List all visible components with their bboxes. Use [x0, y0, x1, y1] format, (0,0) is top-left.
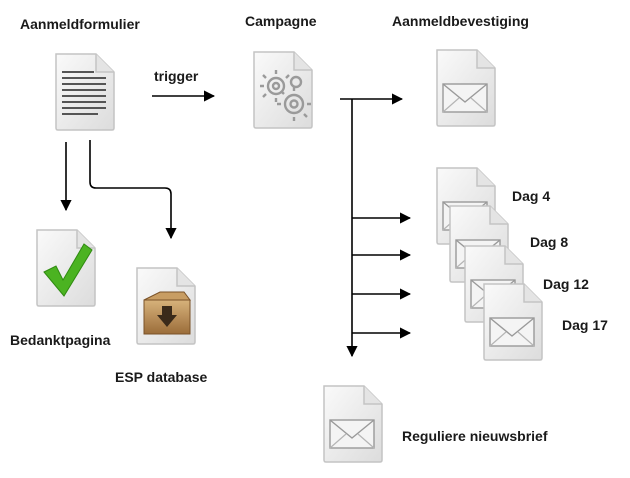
- node-label-form: Aanmeldformulier: [20, 16, 140, 32]
- checkmark-document-icon: [36, 229, 96, 307]
- sequence-label-day-12: Dag 12: [543, 276, 589, 292]
- sequence-label-day-4: Dag 4: [512, 188, 551, 204]
- envelope-document-icon: [483, 283, 543, 361]
- node-label-database: ESP database: [115, 369, 208, 385]
- sequence-label-day-17: Dag 17: [562, 317, 608, 333]
- sequence-label-day-8: Dag 8: [530, 234, 569, 250]
- envelope-document-icon: [436, 49, 496, 127]
- box-download-document-icon: [136, 267, 196, 345]
- node-label-thanks: Bedanktpagina: [10, 332, 111, 348]
- gears-document-icon: [253, 51, 313, 129]
- document-lines-icon: [55, 53, 115, 131]
- arrow-form-to-database: [89, 140, 177, 240]
- node-label-confirmation: Aanmeldbevestiging: [392, 13, 529, 29]
- node-label-campaign: Campagne: [245, 13, 317, 29]
- envelope-document-icon: [323, 385, 383, 463]
- edge-label-trigger: trigger: [154, 68, 199, 84]
- node-label-newsletter: Reguliere nieuwsbrief: [402, 428, 548, 444]
